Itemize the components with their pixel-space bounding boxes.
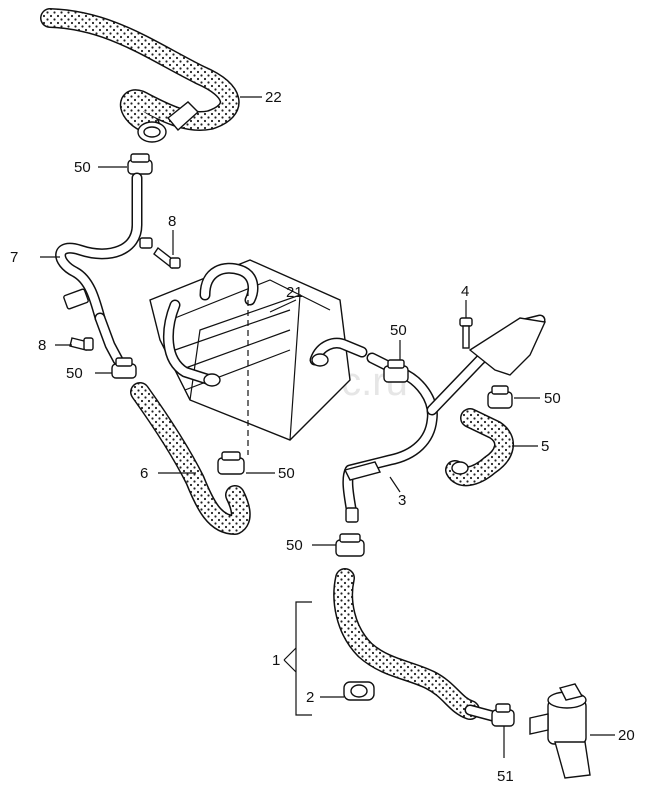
- clamp-50-left: [111, 357, 137, 379]
- pipe-3: [342, 314, 547, 523]
- callout-51: 51: [497, 768, 514, 785]
- callout-8-upper: 8: [168, 213, 176, 230]
- callout-labels: 22 50 8 7 21 4 50 8 50 50 5 6 50 3 50 1 …: [10, 89, 635, 785]
- callout-8-lower: 8: [38, 337, 46, 354]
- oil-cooler-21: [149, 259, 368, 455]
- hose-5: [445, 408, 514, 487]
- clamp-50-mid: [383, 359, 409, 383]
- clamp-50-top: [127, 153, 153, 175]
- hose-6: [130, 382, 251, 535]
- clamp-50-right: [487, 385, 513, 409]
- clamp-51: [491, 703, 515, 727]
- callout-5: 5: [541, 438, 549, 455]
- callout-6: 6: [140, 465, 148, 482]
- callout-3: 3: [398, 492, 406, 509]
- callout-1: 1: [272, 652, 280, 669]
- callout-21: 21: [286, 284, 303, 301]
- callout-22: 22: [265, 89, 282, 106]
- callout-4: 4: [461, 283, 469, 300]
- clamp-50-center: [217, 451, 245, 475]
- callout-50-mid: 50: [390, 322, 407, 339]
- hose-22: [40, 8, 240, 143]
- callout-7: 7: [10, 249, 18, 266]
- callout-50-left: 50: [66, 365, 83, 382]
- clamp-50-low: [335, 533, 365, 557]
- callout-50-right: 50: [544, 390, 561, 407]
- valve-20: [529, 683, 591, 779]
- callout-50-top: 50: [74, 159, 91, 176]
- clamp-2: [343, 681, 375, 701]
- pipe-7: [55, 172, 153, 366]
- bolt-4: [459, 317, 473, 349]
- leader-lines: [40, 96, 615, 758]
- callout-50-low: 50: [286, 537, 303, 554]
- callout-2: 2: [306, 689, 314, 706]
- callout-20: 20: [618, 727, 635, 744]
- bolt-8-lower: [69, 337, 94, 351]
- bolt-8-upper: [153, 246, 181, 270]
- callout-50-center: 50: [278, 465, 295, 482]
